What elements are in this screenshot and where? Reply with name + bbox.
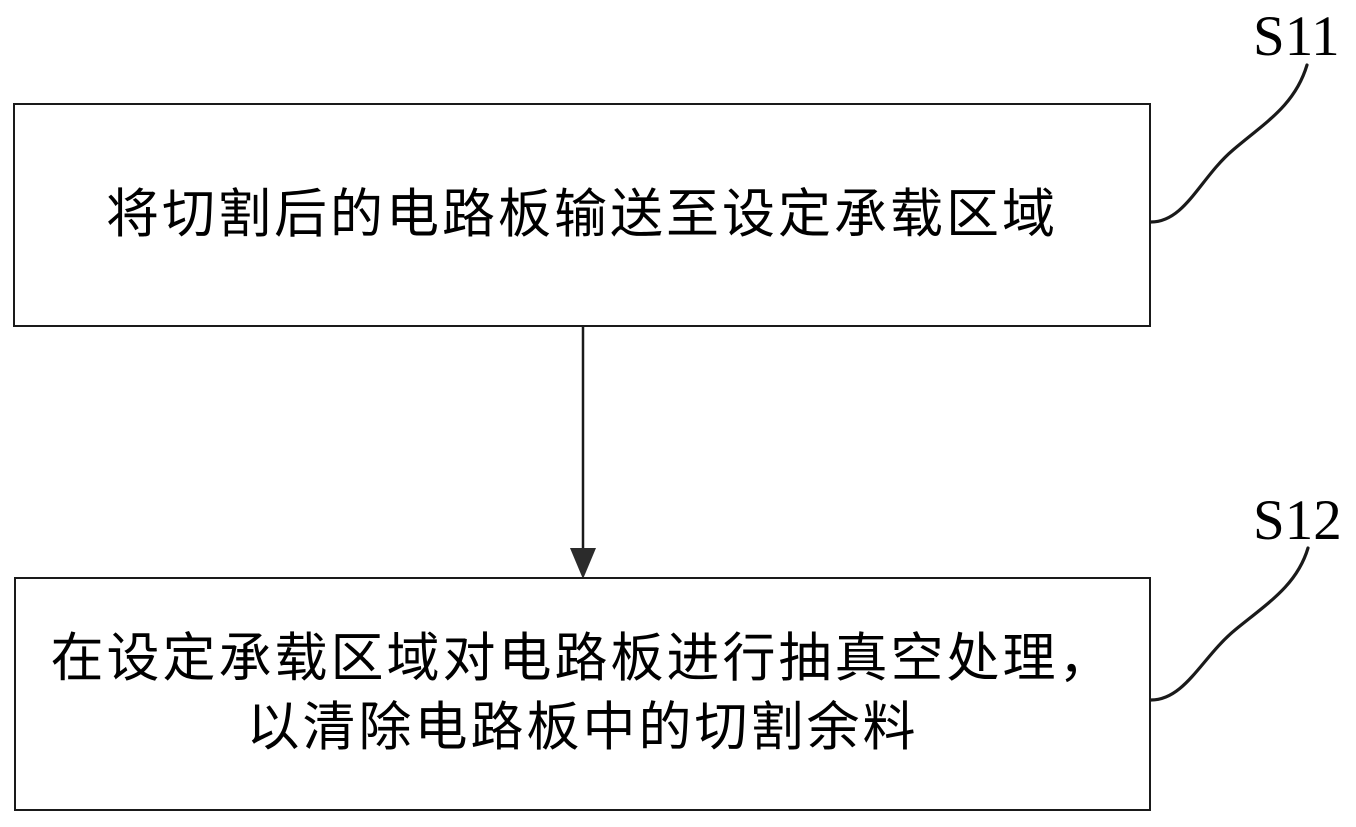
arrow-head xyxy=(570,548,596,579)
step-label-s12: S12 xyxy=(1253,489,1342,552)
leader-line-s12 xyxy=(1149,546,1310,702)
flow-step-text-s12: 在设定承载区域对电路板进行抽真空处理， 以清除电路板中的切割余料 xyxy=(50,628,1115,758)
leader-line-s11 xyxy=(1149,63,1309,224)
flow-step-box-s11: 将切割后的电路板输送至设定承载区域 xyxy=(13,103,1151,327)
flow-step-text-s11: 将切割后的电路板输送至设定承载区域 xyxy=(106,183,1058,245)
step-label-s11: S11 xyxy=(1253,5,1340,68)
arrow-step1-to-step2 xyxy=(570,327,596,579)
flow-step-box-s12: 在设定承载区域对电路板进行抽真空处理， 以清除电路板中的切割余料 xyxy=(14,577,1151,811)
